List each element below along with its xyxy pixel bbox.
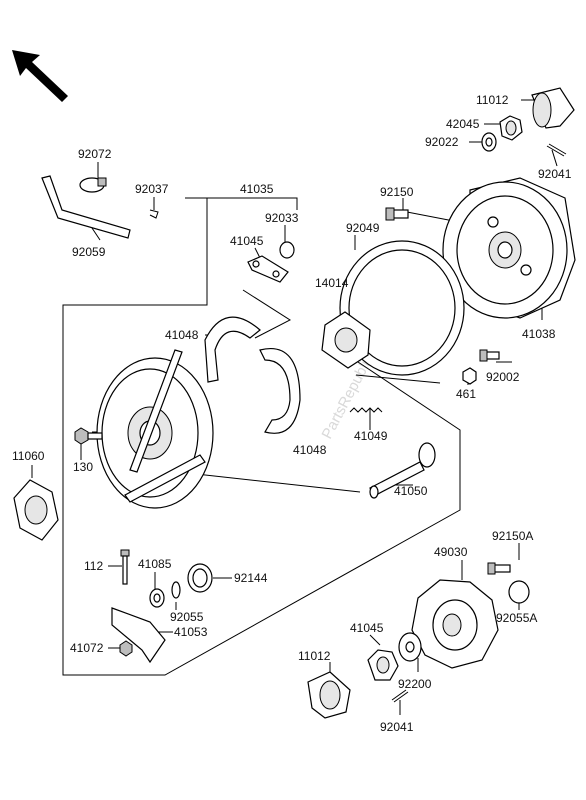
label-14014: 14014	[315, 276, 349, 290]
cam-lever-41045-upper	[247, 255, 289, 283]
cap-11012-lower	[307, 671, 351, 719]
label-41049: 41049	[354, 429, 388, 443]
label-92055A: 92055A	[496, 611, 537, 625]
label-92049: 92049	[346, 221, 380, 235]
nut-42045	[499, 115, 523, 141]
bolt-112	[120, 549, 130, 585]
label-11012-lower: 11012	[298, 649, 331, 663]
link-41053	[111, 607, 166, 664]
label-92041-lower: 92041	[380, 720, 414, 734]
washer-41085	[149, 588, 165, 608]
oring-92055	[171, 581, 181, 599]
label-41038: 41038	[522, 327, 556, 341]
washer-92200	[398, 632, 422, 662]
label-92033: 92033	[265, 211, 299, 225]
castle-nut-41045-lower	[367, 649, 399, 681]
label-11060: 11060	[12, 449, 45, 463]
label-92055: 92055	[170, 610, 204, 624]
bolt-92002	[479, 349, 500, 362]
assembly-outline	[62, 197, 461, 676]
label-41035: 41035	[240, 182, 274, 196]
label-92150A: 92150A	[492, 529, 533, 543]
label-461: 461	[456, 387, 476, 401]
label-92002: 92002	[486, 370, 520, 384]
circlip-92033	[279, 241, 295, 259]
label-41085: 41085	[138, 557, 172, 571]
hub-49030	[411, 579, 499, 669]
cotter-pin-92041-lower	[391, 689, 409, 703]
label-41050: 41050	[394, 484, 428, 498]
label-41048-upper: 41048	[165, 328, 199, 342]
hose-92059	[41, 175, 131, 239]
label-92041-upper: 92041	[538, 167, 572, 181]
bolt-92150	[385, 207, 409, 221]
oring-92055A	[508, 580, 530, 604]
spring-41049	[349, 407, 383, 413]
bracket-line-top	[207, 197, 298, 210]
label-42045: 42045	[446, 117, 480, 131]
clamp-92072	[79, 177, 107, 193]
bolt-130	[74, 427, 103, 445]
label-41045-lower: 41045	[350, 621, 384, 635]
label-112: 112	[84, 559, 103, 573]
cotter-pin-92041-upper	[546, 143, 567, 157]
label-92072: 92072	[78, 147, 112, 161]
label-11012-upper: 11012	[476, 93, 509, 107]
label-92150: 92150	[380, 185, 414, 199]
part-labels: 11012 42045 92022 92041 92072 92037 4103…	[12, 93, 572, 734]
label-41072: 41072	[70, 641, 104, 655]
label-130: 130	[73, 460, 93, 474]
brake-panel	[96, 349, 214, 509]
camshaft-41050	[369, 442, 436, 499]
washer-92022	[481, 132, 497, 152]
label-41053: 41053	[174, 625, 208, 639]
clip-92037	[149, 209, 159, 219]
label-49030: 49030	[434, 545, 468, 559]
label-92144: 92144	[234, 571, 268, 585]
bolt-92150A	[487, 562, 511, 575]
cap-11012-upper	[531, 87, 575, 129]
seal-92049	[339, 240, 465, 376]
label-41045-upper: 41045	[230, 234, 264, 248]
direction-arrow-icon	[12, 50, 68, 102]
label-41048-lower: 41048	[293, 443, 327, 457]
brake-drum-41038	[442, 177, 576, 319]
nut-41072	[119, 640, 133, 657]
label-92200: 92200	[398, 677, 432, 691]
flange-14014	[321, 311, 371, 369]
spring-92144	[187, 563, 213, 593]
brake-shoe-41048-lower	[259, 348, 301, 434]
gasket-11060	[13, 479, 59, 541]
shoe-bracket	[242, 289, 292, 339]
label-92037: 92037	[135, 182, 169, 196]
brake-shoe-41048-upper	[204, 316, 261, 383]
label-92059: 92059	[72, 245, 106, 259]
label-92022: 92022	[425, 135, 459, 149]
nut-461	[462, 367, 477, 385]
